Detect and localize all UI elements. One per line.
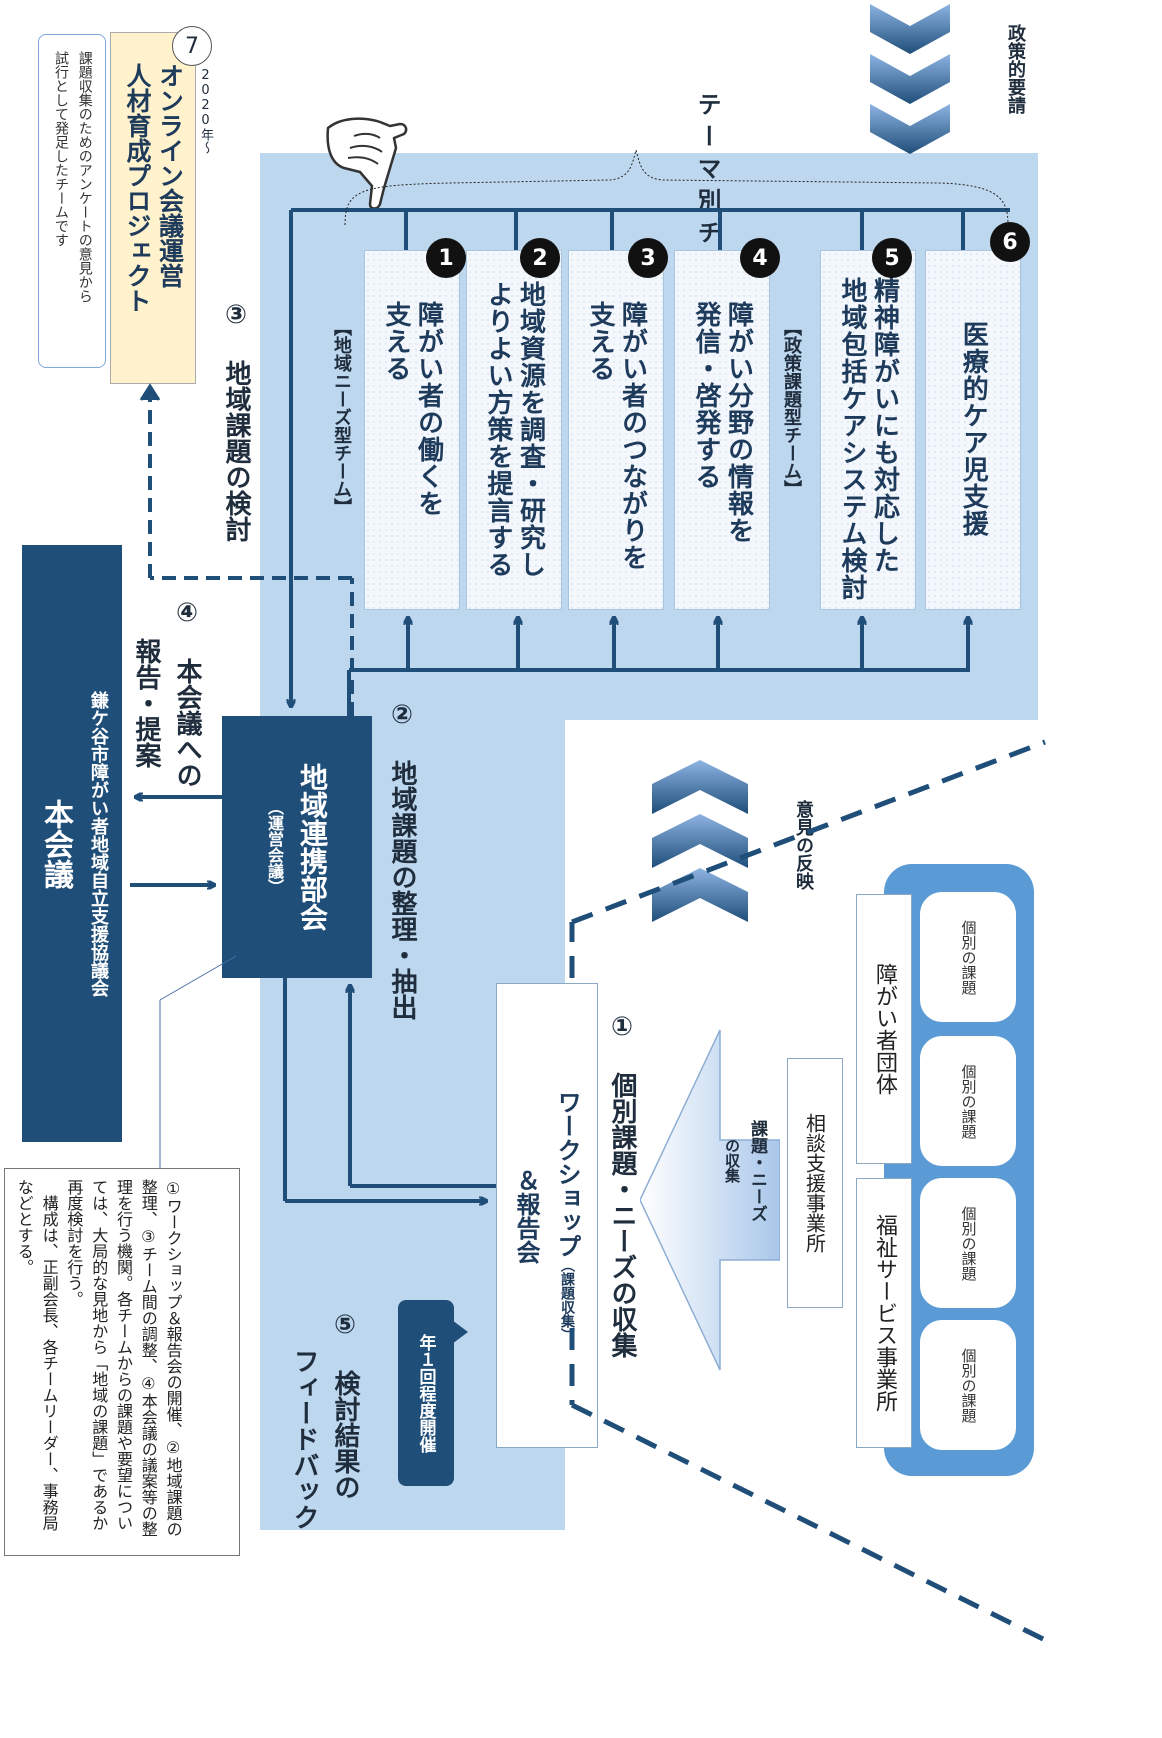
kobetsu-card-4: 個別の課題: [920, 1320, 1016, 1450]
honkaigi-org: 鎌ケ谷市障がい者地域自立支援協議会: [88, 690, 109, 997]
team-number-4: 4: [740, 238, 780, 278]
workshop-sub: （課題収集）: [559, 1257, 575, 1342]
team-number-5: 5: [872, 238, 912, 278]
renkei-sub: （運営会議）: [265, 799, 284, 895]
step4-label: ④ 本会議への 報告・提案: [128, 598, 206, 788]
collect-arrow-text-a: 課題・ニーズ: [747, 1120, 767, 1222]
project-number: 7: [172, 26, 212, 66]
team-3-text: 障がい者のつながりを 支える: [585, 301, 648, 571]
annual-badge-text: 年１回程度開催: [415, 1333, 436, 1453]
team-card-5: 精神障がいにも対応した 地域包括ケアシステム検討: [820, 250, 916, 610]
team-number-3: 3: [628, 238, 668, 278]
team-number-1: 1: [426, 238, 466, 278]
kobetsu-card-3-text: 個別の課題: [959, 1205, 978, 1281]
category-policy: 【政策課題型チーム】: [781, 318, 802, 498]
team-6-text: 医療的ケア児支援: [958, 321, 989, 537]
team-number-6: 6: [990, 222, 1030, 262]
workshop-title-line: ワークショップ（課題収集）: [550, 1090, 585, 1342]
step1-label: ① 個別課題・ニーズの収集: [607, 1012, 637, 1358]
team-card-2: 地域資源を調査・研究し よりよい方策を提言する: [466, 250, 562, 610]
honkaigi-box: 鎌ケ谷市障がい者地域自立支援協議会 本会議: [22, 545, 122, 1142]
collect-arrow-text-b: の収集: [723, 1138, 741, 1183]
welfare-box: 福祉サービス事業所: [856, 1178, 912, 1448]
workshop-title: ワークショップ: [553, 1089, 581, 1258]
policy-chevrons: [870, 4, 950, 154]
project-year: 2020年～: [198, 68, 213, 154]
project-box: オンライン会議運営 人材育成プロジェクト: [110, 32, 196, 384]
pointing-hand-icon: [326, 117, 408, 210]
consult-text: 相談支援事業所: [802, 1113, 827, 1253]
kobetsu-card-3: 個別の課題: [920, 1178, 1016, 1308]
welfare-text: 福祉サービス事業所: [872, 1214, 897, 1412]
project-note-text: 課題収集のためのアンケートの意見から 試行として発足したチームです: [53, 51, 93, 303]
renkei-box: 地域連携部会 （運営会議）: [222, 716, 372, 978]
renkei-title: 地域連携部会: [296, 763, 329, 931]
step5-line2: フィードバック: [289, 1348, 319, 1530]
note-text: ①ワークショップ＆報告会の開催、②地域課題の整理、③チーム間の調整、④本会議の議…: [14, 1179, 183, 1537]
annual-badge: 年１回程度開催: [398, 1300, 454, 1486]
policy-label: 政策的要請: [1005, 24, 1026, 114]
step4-line1: ④ 本会議への: [172, 598, 202, 788]
team-number-2: 2: [520, 238, 560, 278]
reflect-label: 意見の反映: [793, 800, 814, 890]
collect-arrow: [640, 1029, 780, 1371]
team-card-6: 医療的ケア児支援: [925, 250, 1021, 610]
disability-group-box: 障がい者団体: [856, 894, 912, 1164]
annual-badge-pointer: [452, 1320, 468, 1344]
collect-arrow-label: 課題・ニーズ の収集: [722, 1120, 770, 1222]
team-1-text: 障がい者の働くを 支える: [381, 301, 444, 517]
kobetsu-card-1: 個別の課題: [920, 892, 1016, 1022]
disability-group-text: 障がい者団体: [872, 963, 897, 1095]
consult-box: 相談支援事業所: [787, 1058, 843, 1308]
team-4-text: 障がい分野の情報を 発信・啓発する: [691, 301, 754, 544]
team-card-4: 障がい分野の情報を 発信・啓発する: [674, 250, 770, 610]
note-box: ①ワークショップ＆報告会の開催、②地域課題の整理、③チーム間の調整、④本会議の議…: [4, 1168, 240, 1556]
workshop-title2: ＆報告会: [512, 1167, 540, 1264]
kobetsu-card-1-text: 個別の課題: [959, 919, 978, 995]
kobetsu-card-4-text: 個別の課題: [959, 1347, 978, 1423]
kobetsu-card-2: 個別の課題: [920, 1036, 1016, 1166]
project-title: オンライン会議運営 人材育成プロジェクト: [123, 63, 185, 313]
step5-line1: ⑤ 検討結果の: [330, 1310, 360, 1500]
kobetsu-card-2-text: 個別の課題: [959, 1063, 978, 1139]
team-5-text: 精神障がいにも対応した 地域包括ケアシステム検討: [837, 277, 900, 601]
step2-label: ② 地域課題の整理・抽出: [387, 700, 417, 1020]
step4-line2: 報告・提案: [131, 638, 161, 768]
step3-label: ③ 地域課題の検討: [221, 300, 251, 542]
step5-label: ⑤ 検討結果の フィードバック: [286, 1310, 364, 1530]
reflect-chevrons: [652, 760, 748, 922]
category-local: 【地域ニーズ型チーム】: [331, 318, 352, 516]
team-card-3: 障がい者のつながりを 支える: [568, 250, 664, 610]
team-2-text: 地域資源を調査・研究し よりよい方策を提言する: [483, 281, 546, 578]
project-note-box: 課題収集のためのアンケートの意見から 試行として発足したチームです: [38, 34, 106, 368]
workshop-box: ワークショップ（課題収集） ＆報告会: [496, 983, 598, 1448]
honkaigi-title: 本会議: [38, 798, 73, 889]
team-card-1: 障がい者の働くを 支える: [364, 250, 460, 610]
